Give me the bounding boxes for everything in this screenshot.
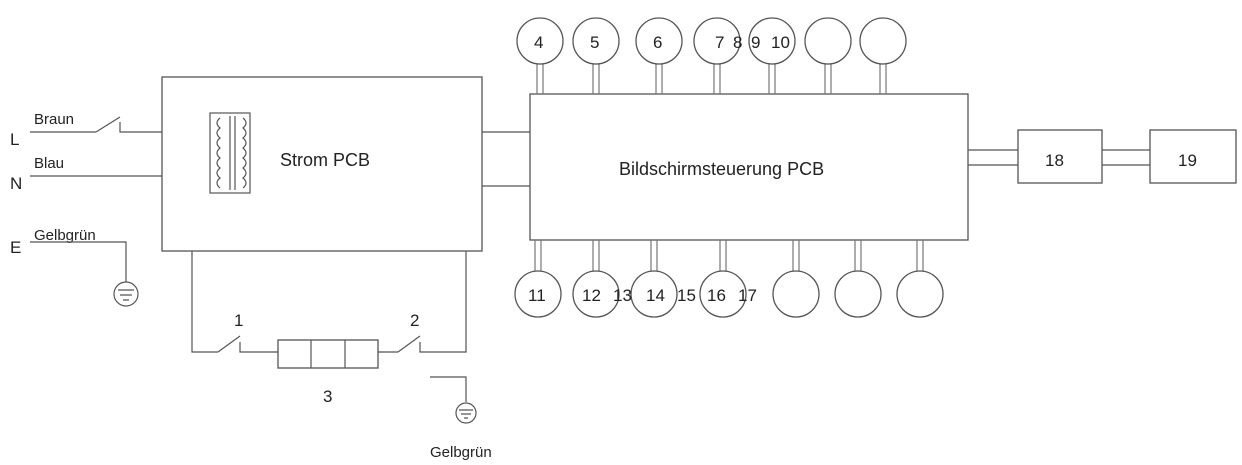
top-component-circle-1 <box>516 17 564 65</box>
display-to-18-link <box>968 149 1018 166</box>
terminal-N-label: N <box>10 174 22 193</box>
bottom-component-circle-4 <box>699 270 747 318</box>
component-label-11: 11 <box>528 286 546 305</box>
box-18 <box>1017 129 1103 184</box>
bottom-circuit-wires <box>191 251 467 353</box>
wire-brown-label: Braun <box>34 111 74 128</box>
wire-blue-label: Blau <box>34 155 64 172</box>
box-19-label: 19 <box>1178 151 1197 170</box>
component-label-12: 12 <box>582 286 601 305</box>
bottom-component-circle-1 <box>514 270 562 318</box>
component-label-7: 7 <box>715 33 724 52</box>
top-component-circle-6 <box>804 17 852 65</box>
ground-symbol-icon <box>113 281 139 307</box>
top-component-circle-7 <box>859 17 907 65</box>
top-connectors <box>536 61 887 94</box>
switch-2-label: 2 <box>410 311 419 330</box>
component-label-6: 6 <box>653 33 662 52</box>
bottom-component-circle-6 <box>834 270 882 318</box>
transformer-icon <box>209 112 251 194</box>
bottom-earth-wire <box>430 376 467 402</box>
terminal-L-label: L <box>10 130 19 149</box>
display-pcb: Bildschirmsteuerung PCB <box>529 93 969 241</box>
power-pcb-label: Strom PCB <box>280 150 370 170</box>
power-to-display-link <box>482 131 530 187</box>
component-label-14: 14 <box>646 286 665 305</box>
wire-earth-label: Gelbgrün <box>34 227 96 244</box>
switch-1-label: 1 <box>234 311 243 330</box>
component-label-4: 4 <box>534 33 543 52</box>
right-chain: 18 19 <box>968 129 1237 184</box>
bottom-component-circle-7 <box>896 270 944 318</box>
display-pcb-label: Bildschirmsteuerung PCB <box>619 159 824 179</box>
component-label-8: 8 <box>733 33 742 52</box>
component-label-15: 15 <box>677 286 696 305</box>
ground-symbol-2-icon <box>455 402 477 424</box>
top-component-circle-5 <box>748 17 796 65</box>
component-label-16: 16 <box>707 286 726 305</box>
element-3-label: 3 <box>323 387 332 406</box>
wire-E <box>30 241 127 282</box>
terminal-E-label: E <box>10 238 21 257</box>
component-label-13: 13 <box>613 286 632 305</box>
power-pcb-box <box>161 76 483 252</box>
top-component-circle-2 <box>572 17 620 65</box>
bottom-components: 11 12 13 14 15 16 17 <box>514 240 944 318</box>
box-18-label: 18 <box>1045 151 1064 170</box>
element-3-box <box>277 339 379 369</box>
top-components: 4 5 6 7 8 9 10 <box>516 17 907 94</box>
bottom-connectors <box>534 240 924 273</box>
bottom-component-circle-3 <box>630 270 678 318</box>
box-19 <box>1149 129 1237 184</box>
bottom-earth-label: Gelbgrün <box>430 444 492 461</box>
component-label-10: 10 <box>771 33 790 52</box>
bottom-component-circle-5 <box>772 270 820 318</box>
power-pcb: Strom PCB <box>161 76 483 252</box>
component-label-5: 5 <box>590 33 599 52</box>
component-label-9: 9 <box>751 33 760 52</box>
bottom-circuit: 1 2 3 Gelbgrün <box>191 251 492 461</box>
top-component-circle-3 <box>635 17 683 65</box>
display-pcb-box <box>529 93 969 241</box>
18-to-19-link <box>1102 149 1150 166</box>
top-component-circle-4 <box>693 17 741 65</box>
bottom-component-circle-2 <box>572 270 620 318</box>
component-label-17: 17 <box>738 286 757 305</box>
